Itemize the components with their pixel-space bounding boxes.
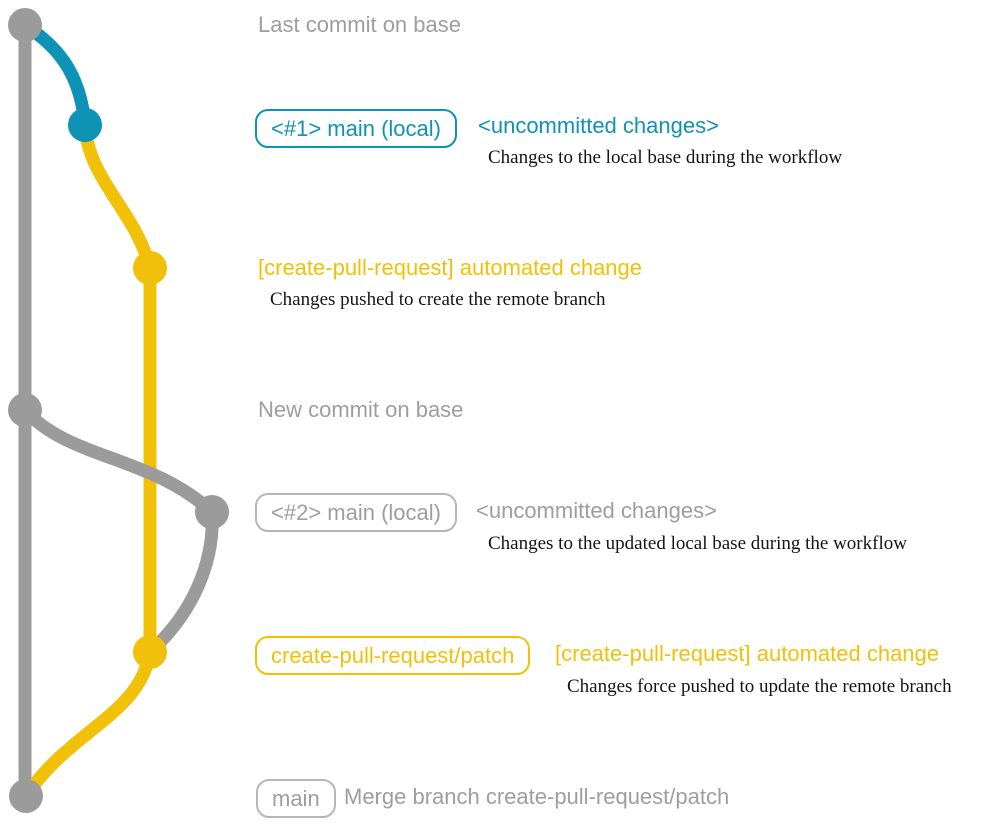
commit-node-patch-1 [133,251,167,285]
heading-uncommitted-changes-1: <uncommitted changes> [478,113,719,138]
branch-edge-base-update [20,405,217,517]
commit-node-last-base [8,8,42,42]
commit-node-merge [9,779,43,813]
label-new-commit-on-base: New commit on base [258,397,464,422]
description-automated-change-1: Changes pushed to create the remote bran… [270,289,606,310]
badge-patch-branch: create-pull-request/patch [255,636,531,675]
commit-node-new-base [8,393,42,427]
description-uncommitted-changes-1: Changes to the local base during the wor… [488,147,843,168]
commit-node-patch-2 [133,635,167,669]
heading-automated-change-2: [create-pull-request] automated change [555,641,940,666]
badge-main-local-2: <#2> main (local) [255,493,457,532]
description-automated-change-2: Changes force pushed to update the remot… [567,676,952,697]
branch-edge-patch-create [78,124,157,270]
description-uncommitted-changes-2: Changes to the updated local base during… [488,533,907,554]
branch-edge-rebase [147,511,219,655]
badge-main-local-1: <#1> main (local) [255,109,457,148]
heading-merge-branch: Merge branch create-pull-request/patch [344,784,730,809]
heading-uncommitted-changes-2: <uncommitted changes> [476,498,717,523]
commit-node-uncommitted-1 [68,108,102,142]
heading-automated-change-1: [create-pull-request] automated change [258,255,643,280]
branch-edge-uncommitted-1 [21,19,92,126]
branch-edge-merge [20,650,157,800]
badge-main-branch: main [256,779,336,818]
label-last-commit-on-base: Last commit on base [258,12,461,37]
commit-node-uncommitted-2 [195,495,229,529]
